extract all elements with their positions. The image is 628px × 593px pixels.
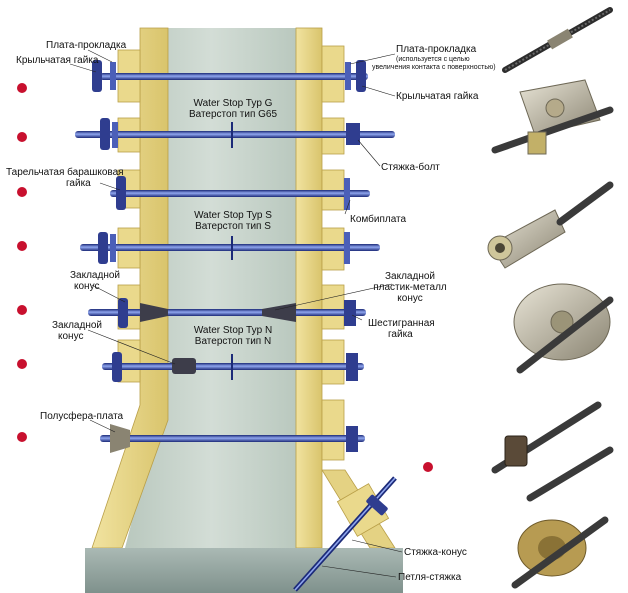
wing-nut	[92, 60, 102, 92]
label-combi-plate: Комбиплата	[350, 214, 407, 225]
label-cast-cone-b-1: Закладной	[52, 320, 102, 331]
label-plate-washer-right: Плата-прокладка	[396, 44, 477, 55]
hex-nut	[346, 123, 360, 145]
plate-washer	[112, 122, 118, 148]
combi-plate	[344, 232, 350, 264]
dish-wing-nut	[366, 494, 388, 516]
plate-washer	[110, 62, 116, 90]
label-cast-cone-pm-1: Закладной	[385, 271, 435, 282]
label-tie-bolt: Стяжка-болт	[381, 162, 440, 173]
bullet-dot	[17, 305, 27, 315]
hex-nut	[346, 353, 358, 381]
label-wing-nut-right: Крыльчатая гайка	[396, 91, 479, 102]
label-dish-wing-nut-1: Тарельчатая барашковая	[6, 167, 124, 178]
tie-rod	[110, 190, 370, 197]
bullet-dot	[17, 132, 27, 142]
label-hex-nut-2: гайка	[388, 329, 413, 340]
tie-rod	[100, 73, 368, 80]
label-plate-washer-note-1: (используется с целью	[396, 56, 470, 63]
cast-cone	[172, 358, 196, 374]
combi-plate	[344, 178, 350, 210]
label-plate-washer-note-2: увеличения контакта с поверхностью)	[372, 64, 496, 71]
wing-nut	[118, 298, 128, 328]
hemisphere-plate	[110, 424, 130, 453]
bullet-dot	[17, 241, 27, 251]
bullet-dot	[423, 462, 433, 472]
label-cast-cone-1: Закладной	[70, 270, 120, 281]
label-wing-nut-left: Крыльчатая гайка	[16, 55, 99, 66]
photo-cast-cone	[487, 181, 614, 269]
hex-nut	[344, 300, 356, 326]
cast-cone	[140, 303, 168, 322]
photo-threaded-tie-rod-with-coupler	[502, 7, 613, 73]
ground-slab	[85, 548, 403, 593]
plate-washer	[345, 62, 351, 90]
wing-nut	[100, 118, 110, 150]
label-waterstop-g-en: Water Stop Typ G	[193, 98, 273, 109]
bullet-dot	[17, 359, 27, 369]
plate-washer	[110, 234, 116, 262]
tie-rod	[80, 244, 380, 251]
tie-rod	[88, 309, 366, 316]
wing-nut	[98, 232, 108, 264]
right-waler	[321, 399, 345, 461]
label-waterstop-n-en: Water Stop Typ N	[193, 325, 273, 336]
label-waterstop-n-ru: Ватерстоп тип N	[194, 336, 272, 347]
bullet-dot	[17, 187, 27, 197]
label-waterstop-s-ru: Ватерстоп тип S	[195, 221, 271, 232]
label-cast-cone-pm-3: конус	[397, 293, 423, 304]
label-cast-cone-pm-2: пластик-металл	[373, 282, 447, 293]
label-waterstop-g-ru: Ватерстоп тип G65	[188, 109, 278, 120]
label-hemisphere-plate: Полусфера-плата	[40, 411, 124, 422]
photo-hex-nut-on-rod	[491, 401, 614, 502]
photo-plate-washer-with-wing-nut	[491, 79, 614, 155]
photo-dish-wing-nut	[511, 516, 609, 589]
right-formwork-panel	[295, 27, 323, 549]
label-cast-cone-2: конус	[74, 281, 100, 292]
tie-rod	[100, 435, 365, 442]
label-dish-wing-nut-2: гайка	[66, 178, 91, 189]
photo-combi-plate-wing	[513, 283, 614, 374]
wing-nut	[112, 352, 122, 382]
hex-nut	[346, 426, 358, 452]
right-waler	[321, 339, 345, 385]
tie-cone-rod	[294, 477, 396, 591]
bullet-dot	[17, 432, 27, 442]
dish-wing-nut	[116, 176, 126, 210]
label-plate-washer-left: Плата-прокладка	[46, 40, 127, 51]
label-hex-nut-1: Шестигранная	[368, 318, 435, 329]
leader-lines	[69, 49, 403, 578]
tie-rod	[75, 131, 395, 138]
label-tie-cone: Стяжка-конус	[404, 547, 467, 558]
label-waterstop-s-en: Water Stop Typ S	[194, 210, 272, 221]
right-waler	[321, 284, 345, 330]
label-cast-cone-b-2: конус	[58, 331, 84, 342]
bullet-dot	[17, 83, 27, 93]
cast-cone-plastic-metal	[262, 303, 296, 322]
label-loop-tie: Петля-стяжка	[398, 572, 462, 583]
wing-nut	[356, 60, 366, 92]
